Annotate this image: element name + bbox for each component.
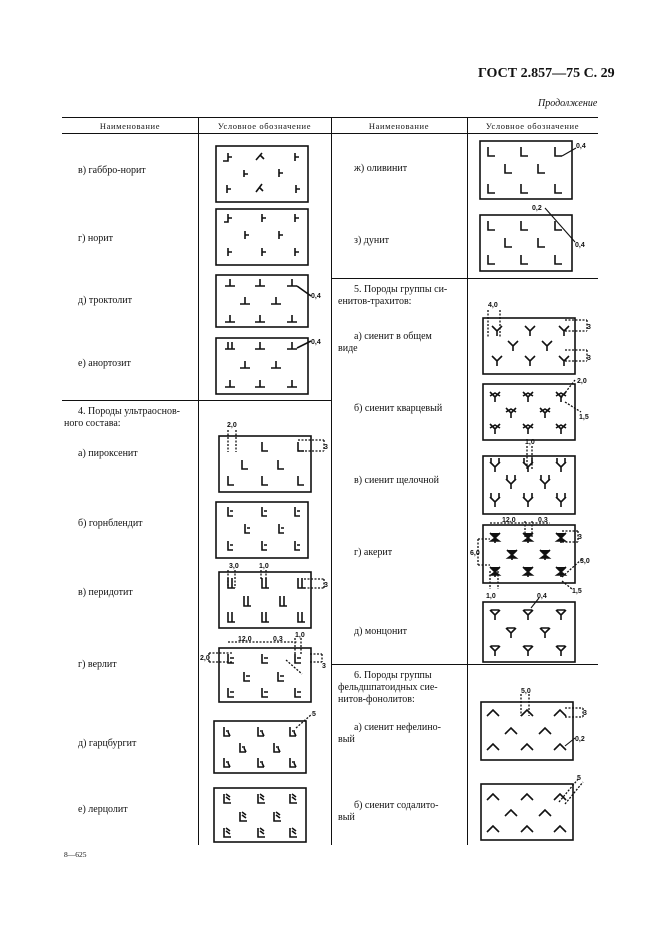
row-label-troctolite: д) троктолит: [78, 295, 132, 306]
alkali-syenite-dim: 1,0: [525, 439, 535, 446]
page-header: ГОСТ 2.857—75 С. 29: [478, 66, 615, 81]
sodalite-syenite-dim: 5: [577, 775, 581, 782]
peridotite-dim-2: 1,0: [259, 563, 269, 570]
anorthosite-dim: 0,4: [311, 339, 321, 346]
table-top-rule: [62, 117, 598, 118]
row-label-olivinite: ж) оливинит: [354, 163, 408, 174]
row-label-hornblendite: б) горнблендит: [78, 518, 143, 529]
row-label-norite: г) норит: [78, 233, 114, 244]
column-header-symbol-right: Условное обозначение: [485, 121, 580, 131]
row-label-alkali-syenite: в) сиенит щелочной: [354, 475, 439, 486]
wehrlite-symbol: 12,0 0,3 1,0 2,0 3: [200, 632, 326, 703]
quartz-syenite-dim-2: 1,5: [579, 414, 589, 421]
harzburgite-symbol: 5: [213, 711, 316, 774]
peridotite-symbol: 3,0 1,0 3: [218, 563, 328, 629]
wehrlite-dim-1: 12,0: [238, 636, 252, 643]
akerite-dim-7: 1,0: [486, 593, 496, 600]
peridotite-dim-3: 3: [324, 582, 328, 589]
olivinite-symbol: 0,4: [479, 140, 586, 200]
olivinite-dim: 0,4: [576, 143, 586, 150]
row-label-anorthosite: е) анортозит: [78, 358, 131, 369]
row-label-pyroxenite: а) пироксенит: [78, 448, 138, 459]
syenite-general-dim-3: 3: [587, 355, 591, 362]
col-divider-right: [467, 117, 468, 845]
nepheline-syenite-dim-1: 5,0: [521, 688, 531, 695]
akerite-dim-4: 6,0: [470, 550, 480, 557]
column-header-symbol-left: Условное обозначение: [217, 121, 312, 131]
dunite-dim-2: 0,4: [575, 242, 585, 249]
row-label-syenite-general-line1: а) сиенит в общем: [354, 331, 432, 342]
page-footer-code: 8—625: [64, 850, 87, 859]
hornblendite-symbol: [215, 501, 309, 559]
akerite-dim-3: 3: [578, 534, 582, 541]
sodalite-syenite-symbol: 5: [480, 775, 584, 841]
row-label-nepheline-syenite-line1: а) сиенит нефелино-: [354, 722, 441, 733]
section4-title-line2: ного состава:: [64, 418, 121, 429]
monzonite-symbol: 0,4: [482, 593, 576, 663]
section4-rule: [62, 400, 331, 401]
row-label-harzburgite: д) гарцбургит: [78, 738, 137, 749]
section4-title-line1: 4. Породы ультраоснов-: [78, 406, 180, 417]
pyroxenite-dim-1: 2,0: [227, 422, 237, 429]
troctolite-symbol: 0,4: [215, 274, 321, 328]
row-label-quartz-syenite: б) сиенит кварцевый: [354, 403, 443, 414]
dunite-dim-1: 0,2: [532, 205, 542, 212]
row-label-monzonite: д) монцонит: [354, 626, 408, 637]
wehrlite-dim-5: 3: [322, 663, 326, 670]
row-label-wehrlite: г) верлит: [78, 659, 117, 670]
quartz-syenite-dim-1: 2,0: [577, 378, 587, 385]
column-header-name-right: Наименование: [368, 121, 430, 131]
continuation-label: Продолжение: [538, 98, 598, 109]
pyroxenite-dim-2: 3: [324, 444, 328, 451]
row-label-akerite: г) акерит: [354, 547, 393, 558]
section6-title-line1: 6. Породы группы: [354, 670, 432, 681]
col-divider-left: [198, 117, 199, 845]
harzburgite-dim: 5: [312, 711, 316, 718]
column-header-name-left: Наименование: [99, 121, 161, 131]
row-label-sodalite-syenite-line1: б) сиенит содалито-: [354, 800, 439, 811]
nepheline-syenite-symbol: 5,0 3 0,2: [480, 688, 587, 761]
quartz-syenite-symbol: 2,0 1,5: [482, 378, 589, 441]
section5-rule: [331, 278, 598, 279]
table-header-rule: [62, 133, 598, 134]
wehrlite-dim-3: 1,0: [295, 632, 305, 639]
lherzolite-symbol: [213, 787, 307, 843]
row-label-lherzolite: е) лерцолит: [78, 804, 128, 815]
gabbro-norite-symbol: [215, 145, 309, 203]
akerite-symbol: 12,0 0,3 3 6,0 3,0 1,5 1,0: [470, 517, 590, 600]
akerite-dim-5: 3,0: [580, 558, 590, 565]
akerite-dim-6: 1,5: [572, 588, 582, 595]
row-label-sodalite-syenite-line2: вый: [338, 812, 355, 823]
dunite-symbol: 0,2 0,4: [479, 205, 585, 272]
akerite-dim-1: 12,0: [502, 517, 516, 524]
row-label-gabbro-norite: в) габбро-норит: [78, 165, 146, 176]
section6-title-line3: нитов-фонолитов:: [338, 694, 415, 705]
monzonite-dim: 0,4: [537, 593, 547, 600]
pyroxenite-symbol: 2,0 3: [218, 422, 328, 493]
section5-title-line1: 5. Породы группы си-: [354, 284, 448, 295]
section6-rule: [331, 664, 598, 665]
wehrlite-dim-4: 2,0: [200, 655, 210, 662]
row-label-syenite-general-line2: виде: [338, 343, 358, 354]
norite-symbol: [215, 208, 309, 266]
akerite-dim-2: 0,3: [538, 517, 548, 524]
syenite-general-symbol: 4,0 3 3: [482, 302, 591, 375]
row-label-peridotite: в) перидотит: [78, 587, 133, 598]
wehrlite-dim-2: 0,3: [273, 636, 283, 643]
col-divider-middle: [331, 117, 332, 845]
peridotite-dim-1: 3,0: [229, 563, 239, 570]
nepheline-syenite-dim-3: 0,2: [575, 736, 585, 743]
section5-title-line2: енитов-трахитов:: [338, 296, 412, 307]
nepheline-syenite-dim-2: 3: [583, 710, 587, 717]
syenite-general-dim-1: 4,0: [488, 302, 498, 309]
row-label-nepheline-syenite-line2: вый: [338, 734, 355, 745]
anorthosite-symbol: 0,4: [215, 337, 321, 395]
row-label-dunite: з) дунит: [354, 235, 389, 246]
alkali-syenite-symbol: 1,0: [482, 439, 576, 515]
troctolite-dim: 0,4: [311, 293, 321, 300]
section6-title-line2: фельдшпатоидных сие-: [338, 682, 438, 693]
syenite-general-dim-2: 3: [587, 324, 591, 331]
